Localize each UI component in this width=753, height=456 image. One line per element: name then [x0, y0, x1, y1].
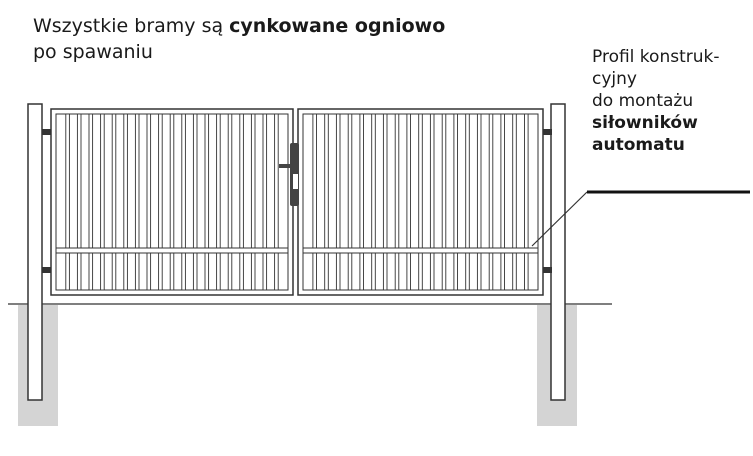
gate-leaf-right — [297, 108, 544, 296]
gate-bar — [312, 113, 317, 291]
gate-bar — [441, 113, 447, 291]
gate-bar — [476, 113, 482, 291]
gate-bar — [512, 113, 517, 291]
gate-bar — [169, 113, 175, 291]
gate-bar — [359, 113, 364, 291]
gate-bar — [500, 113, 505, 291]
gate-bar — [158, 113, 163, 291]
hinge-left-top — [42, 129, 51, 135]
gate-bar — [394, 113, 400, 291]
lock-handle — [279, 143, 299, 206]
gate-bar — [335, 113, 341, 291]
gate-bar — [382, 113, 388, 291]
annotation-leader — [531, 191, 588, 247]
post-left — [27, 103, 43, 401]
gate-bar — [111, 113, 117, 291]
headline-emphasis: cynkowane ogniowo — [229, 15, 446, 37]
gate-bar — [76, 113, 82, 291]
bars-right — [312, 113, 529, 291]
gate-bar — [216, 113, 221, 291]
crossbar-left — [55, 247, 289, 254]
gate-bar — [123, 113, 128, 291]
gate-bar — [100, 113, 105, 291]
headline: Wszystkie bramy są cynkowane ogniowo po … — [33, 13, 503, 65]
gate-bar — [524, 113, 529, 291]
gate-bar — [204, 113, 210, 291]
gate-bar — [181, 113, 186, 291]
gate-bar — [239, 113, 244, 291]
annotation-line-1: Profil konstruk- — [592, 47, 720, 67]
gate-bar — [88, 113, 94, 291]
gate-bar — [274, 113, 279, 291]
annotation-line-2: cyjny — [592, 69, 637, 89]
annotation-bold-2: automatu — [592, 135, 685, 155]
annotation-profile: Profil konstruk- cyjny do montażu siłown… — [592, 46, 752, 156]
bars-left — [65, 113, 279, 291]
gate-bar — [146, 113, 152, 291]
gate-bar — [250, 113, 256, 291]
gate-bar — [227, 113, 233, 291]
annotation-line-3: do montażu — [592, 91, 694, 111]
hinge-left-bottom — [42, 267, 51, 273]
crossbar-right — [302, 247, 539, 254]
gate-bar — [262, 113, 268, 291]
gate-bar — [192, 113, 198, 291]
hinge-right-top — [543, 129, 552, 135]
gate-bar — [429, 113, 435, 291]
gate-leaf-left — [50, 108, 294, 296]
headline-continuation: po spawaniu — [33, 41, 153, 63]
gate-bar — [324, 113, 329, 291]
annotation-bold-1: siłowników — [592, 113, 698, 133]
post-right — [550, 103, 566, 401]
gate-bar — [134, 113, 140, 291]
gate-bar — [418, 113, 423, 291]
hinge-right-bottom — [543, 267, 552, 273]
gate-bar — [406, 113, 411, 291]
gate-bar — [347, 113, 353, 291]
gate-bar — [65, 113, 70, 291]
gate-bar — [453, 113, 458, 291]
gate-bar — [371, 113, 376, 291]
gate-bar — [488, 113, 494, 291]
gate-bar — [465, 113, 470, 291]
headline-text: Wszystkie bramy są — [33, 15, 230, 37]
